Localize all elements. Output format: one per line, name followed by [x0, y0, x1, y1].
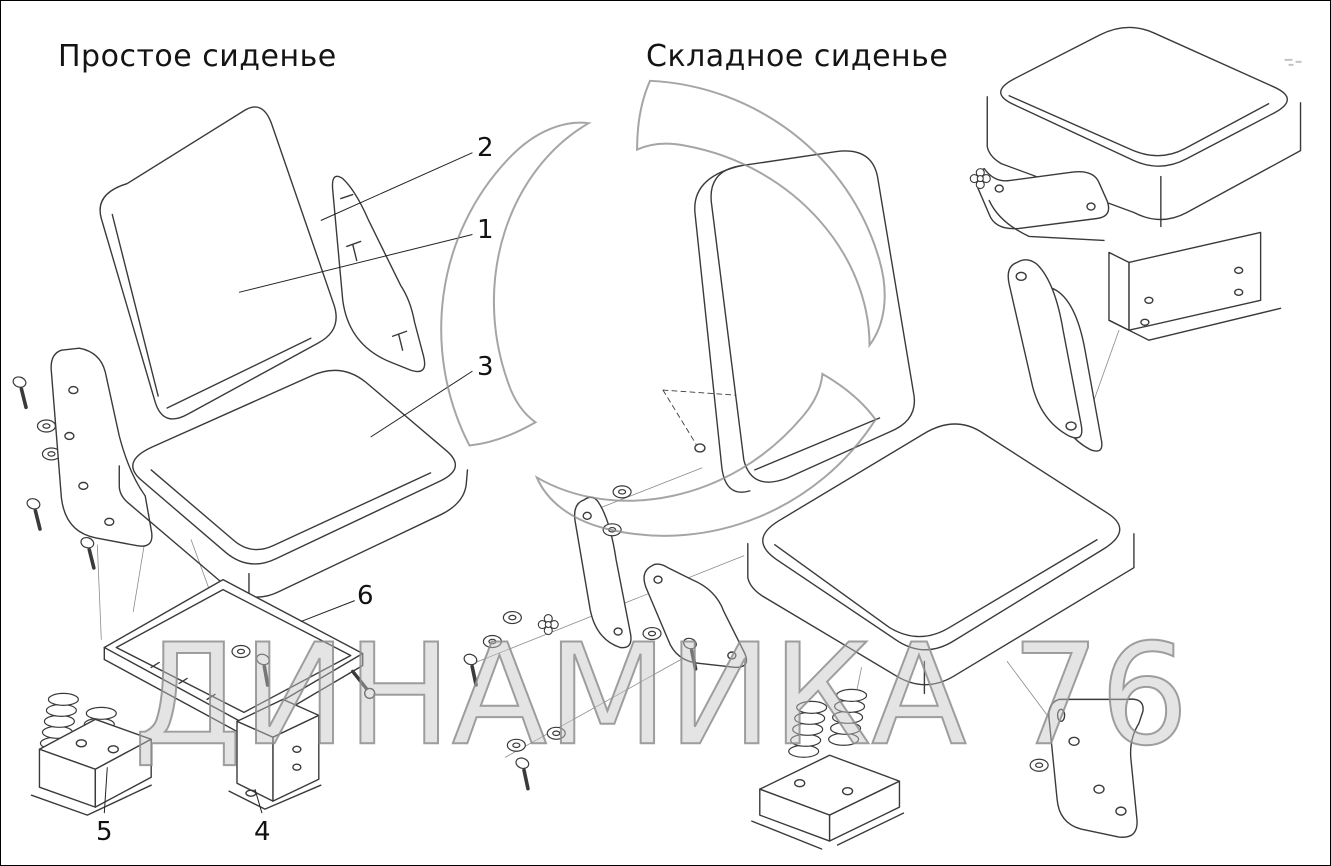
backrest-panel [662, 150, 916, 493]
backrest-panel [99, 106, 337, 420]
floor-bracket-5 [30, 718, 152, 816]
callout-label-5: 5 [96, 817, 113, 847]
floor-bracket-center [751, 754, 905, 850]
hinge-mechanism [969, 167, 1110, 242]
folded-seat-assembled-figure [969, 26, 1302, 452]
corner-mark [1284, 58, 1302, 66]
cushion-box [986, 26, 1302, 228]
callout-label-6: 6 [357, 581, 374, 611]
callout-label-1: 1 [477, 215, 494, 245]
watermark-text: ДИНАМИКА 76 [133, 613, 1189, 776]
seat-cushion [118, 369, 469, 601]
title-folding-seat: Складное сиденье [646, 39, 949, 74]
side-bracket-right [1029, 698, 1144, 838]
floor-bracket-4 [228, 698, 322, 810]
hinge-arms [573, 485, 748, 669]
right-mount-bracket [331, 175, 426, 373]
callout-label-4: 4 [254, 817, 271, 847]
title-simple-seat: Простое сиденье [58, 39, 337, 74]
swing-arm [1007, 259, 1103, 452]
folding-seat-figure [455, 150, 1144, 850]
simple-seat-figure [4, 106, 469, 816]
callout-label-3: 3 [477, 352, 494, 382]
seat-cushion [747, 423, 1135, 695]
left-mount-bracket [50, 347, 153, 547]
base-frame [1088, 231, 1282, 415]
callout-leader-lines [103, 152, 473, 814]
callout-label-2: 2 [477, 133, 494, 163]
swirl-watermark-icon [440, 79, 886, 537]
slide-frame [103, 578, 376, 736]
